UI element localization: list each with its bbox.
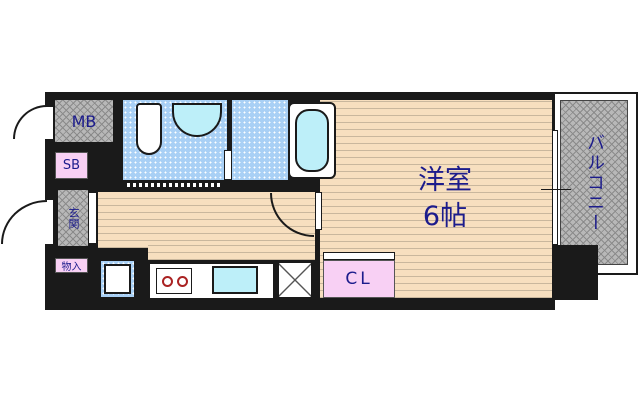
kitchen-room — [98, 192, 315, 248]
meter-box-door[interactable] — [45, 107, 53, 139]
shoe-box-label: SB — [62, 158, 81, 173]
entrance-label: 玄関 — [67, 207, 80, 229]
storage[interactable]: 物入 — [55, 258, 88, 273]
meter-box-door-swing — [13, 105, 47, 139]
closet-doors[interactable] — [323, 252, 395, 260]
meter-box: MB — [55, 100, 113, 142]
bathtub-basin-icon — [295, 109, 329, 172]
balcony: バルコニー — [560, 100, 628, 265]
western-room-size: 6帖 — [422, 200, 468, 232]
washer-pan — [104, 264, 131, 294]
shoe-box[interactable]: SB — [55, 152, 88, 179]
balcony-window[interactable] — [552, 130, 558, 245]
western-room-name: 洋室 — [418, 164, 472, 196]
room-door[interactable] — [315, 192, 322, 230]
burner-icon — [177, 276, 188, 287]
front-door-swing — [1, 200, 47, 244]
window-mark — [541, 189, 571, 190]
sink-icon — [212, 266, 258, 294]
meter-box-label: MB — [71, 111, 97, 131]
closet[interactable]: CL — [323, 260, 395, 298]
balcony-wall-block — [550, 245, 598, 300]
bathroom — [232, 100, 288, 180]
balcony-label: バルコニー — [584, 132, 605, 233]
front-door[interactable] — [45, 200, 53, 244]
toilet-door[interactable] — [123, 182, 223, 188]
burner-icon — [162, 276, 173, 287]
fridge-space — [278, 262, 312, 298]
toilet-icon — [136, 103, 162, 155]
closet-label: CL — [345, 269, 373, 289]
kitchen-room-lower — [148, 245, 315, 260]
stove-icon — [156, 268, 192, 294]
bathroom-door[interactable] — [224, 150, 232, 180]
entrance: 玄関 — [58, 190, 88, 246]
entrance-step — [88, 192, 97, 244]
bathtub — [288, 102, 336, 179]
storage-label: 物入 — [61, 262, 82, 273]
